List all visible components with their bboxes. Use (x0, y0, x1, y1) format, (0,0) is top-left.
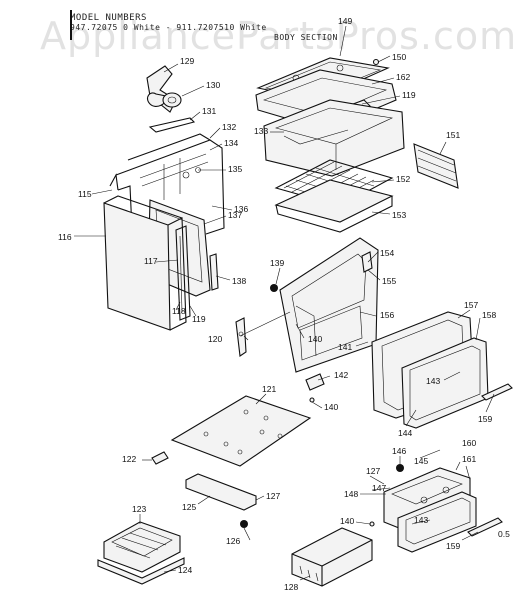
label-127b: 127 (266, 491, 280, 501)
part-138-clip (209, 253, 219, 291)
label-155: 155 (382, 276, 396, 286)
part-159-drawer-handle (467, 517, 503, 537)
label-149: 149 (338, 16, 352, 26)
label-126: 126 (226, 536, 240, 546)
part-161-drawer-front (397, 491, 477, 553)
part-116-side-panel-outer (103, 195, 187, 331)
label-147: 147 (372, 483, 386, 493)
section-title: BODY SECTION (274, 33, 338, 42)
part-120-bracket (235, 317, 247, 357)
label-150: 150 (392, 52, 406, 62)
part-159-handle (481, 383, 513, 401)
part-124-burner-base (97, 557, 185, 585)
label-0-5: 0.5 (498, 529, 510, 539)
label-115: 115 (78, 189, 92, 199)
part-151-vent-grille (413, 143, 459, 189)
body-frame-assembly (109, 133, 225, 235)
label-153: 153 (392, 210, 406, 220)
part-140-screw (309, 397, 375, 527)
label-128: 128 (284, 582, 298, 592)
label-159b: 159 (446, 541, 460, 551)
label-131: 131 (202, 106, 216, 116)
label-122: 122 (122, 454, 136, 464)
label-134: 134 (224, 138, 238, 148)
label-119b: 119 (192, 314, 206, 324)
label-116: 116 (58, 232, 72, 242)
part-117-panel-trim (175, 225, 191, 321)
part-133-cooktop-frame (263, 99, 405, 177)
label-159: 159 (478, 414, 492, 424)
label-156: 156 (380, 310, 394, 320)
part-121-bottom-panel (170, 395, 312, 467)
label-160: 160 (462, 438, 476, 448)
label-141: 141 (338, 342, 352, 352)
label-154: 154 (380, 248, 394, 258)
label-121: 121 (262, 384, 276, 394)
label-138: 138 (232, 276, 246, 286)
label-123: 123 (132, 504, 146, 514)
label-135: 135 (228, 164, 242, 174)
label-158: 158 (482, 310, 496, 320)
label-151: 151 (446, 130, 460, 140)
part-142-vent (305, 373, 325, 391)
label-142: 142 (334, 370, 348, 380)
label-132: 132 (222, 122, 236, 132)
label-133: 133 (254, 126, 268, 136)
leader-lines (74, 25, 495, 581)
part-146-knob (396, 464, 404, 472)
label-127: 127 (366, 466, 380, 476)
label-117: 117 (144, 256, 158, 266)
watermark: AppliancePartsPros.com (40, 14, 518, 58)
part-153-broiler-pan (274, 179, 394, 233)
part-126-leveler (240, 520, 248, 528)
part-150-screw (372, 58, 380, 66)
label-140c: 140 (340, 516, 354, 526)
label-120: 120 (208, 334, 222, 344)
label-144: 144 (398, 428, 412, 438)
part-154-hinge (361, 251, 373, 273)
model-numbers-title: MODEL NUMBERS (70, 13, 147, 23)
label-139: 139 (270, 258, 284, 268)
label-146: 146 (392, 446, 406, 456)
label-119: 119 (402, 90, 416, 100)
label-143b: 143 (414, 515, 428, 525)
label-129: 129 (180, 56, 194, 66)
part-131-top-trim (148, 117, 196, 133)
part-139-knob (270, 284, 278, 292)
label-145: 145 (414, 456, 428, 466)
label-161: 161 (462, 454, 476, 464)
label-130: 130 (206, 80, 220, 90)
part-128-storage-drawer (291, 527, 373, 587)
part-130-grommet (162, 92, 182, 108)
label-152: 152 (396, 174, 410, 184)
label-162: 162 (396, 72, 410, 82)
part-122-clip (151, 451, 169, 465)
label-137: 137 (228, 210, 242, 220)
label-157: 157 (464, 300, 478, 310)
label-125: 125 (182, 502, 196, 512)
label-118: 118 (172, 306, 186, 316)
part-156-oven-door-frame (279, 237, 379, 373)
label-136: 136 (234, 204, 248, 214)
model-numbers-list: 947.72075 0 White - 911.7207510 White (70, 23, 267, 32)
part-125-toe-kick (185, 473, 257, 511)
label-148: 148 (344, 489, 358, 499)
label-140b: 140 (324, 402, 338, 412)
part-123-burner-box (103, 521, 181, 573)
label-143: 143 (426, 376, 440, 386)
label-124: 124 (178, 565, 192, 575)
label-140: 140 (308, 334, 322, 344)
part-labels: 149 150 129 130 162 119 131 132 133 134 … (58, 16, 510, 592)
